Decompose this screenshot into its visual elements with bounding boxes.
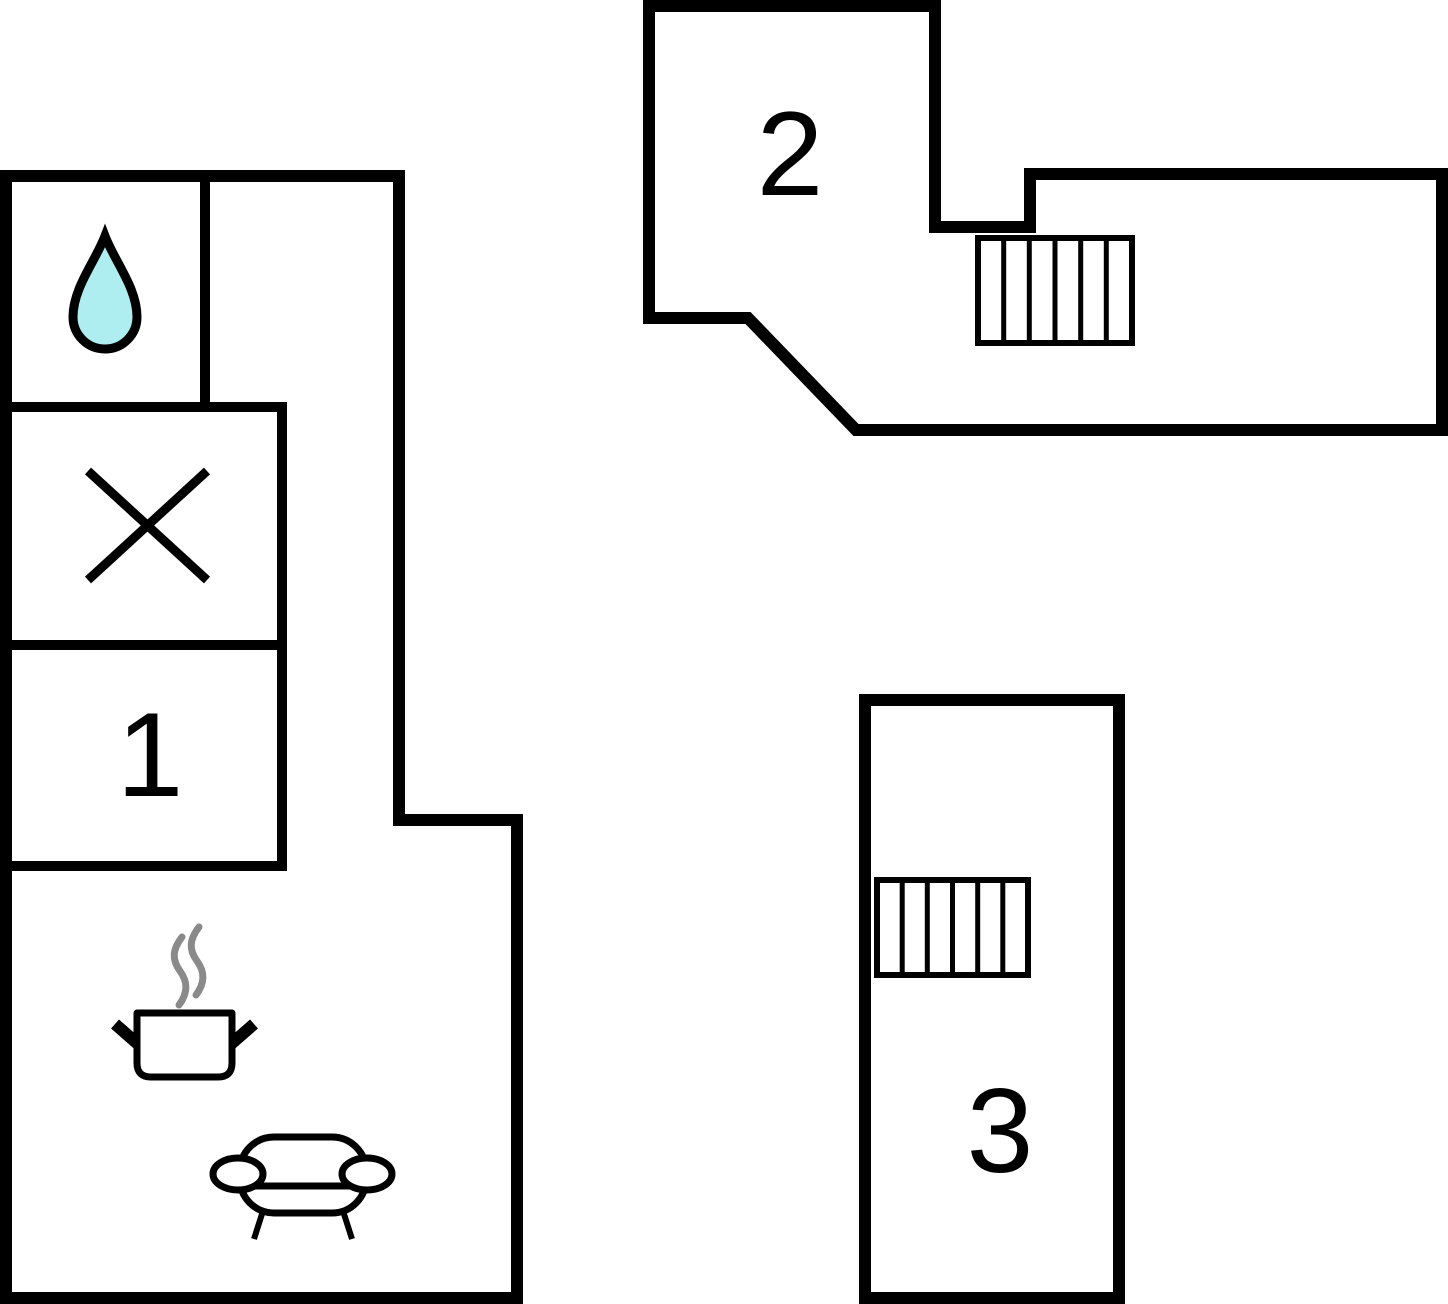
stairs-icon <box>874 877 1031 978</box>
unit-1: 1 <box>0 170 523 1304</box>
unit-3-outer-wall <box>859 694 1125 1304</box>
sofa-icon <box>209 1133 396 1240</box>
stairs-icon <box>975 235 1135 346</box>
sofa-armrest-left <box>209 1154 267 1194</box>
sofa-armrest-right <box>338 1154 396 1194</box>
unit-2: 2 <box>643 0 1448 436</box>
room-1-label: 1 <box>117 688 184 822</box>
steam-icon <box>170 923 207 1009</box>
x-symbol-icon <box>84 467 211 584</box>
unit-2-outer-wall <box>643 0 1448 436</box>
water-drop-icon <box>68 223 142 354</box>
unit-3: 3 <box>859 694 1125 1304</box>
cooking-pot-icon <box>111 1009 258 1081</box>
unit-1-outer-wall <box>0 170 523 1304</box>
room-3-label: 3 <box>967 1064 1034 1198</box>
room-2-label: 2 <box>757 87 824 221</box>
